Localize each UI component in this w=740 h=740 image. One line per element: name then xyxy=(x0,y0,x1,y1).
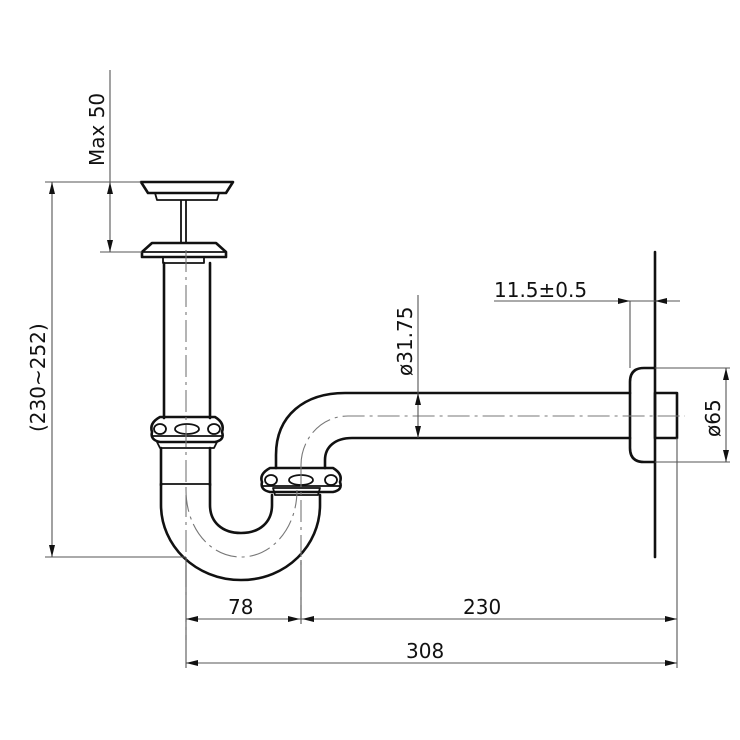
overall-length-label: 308 xyxy=(406,639,444,663)
tailpiece-pipe xyxy=(162,256,212,420)
u-bend-trap xyxy=(159,446,322,582)
dimension-max-stroke: Max 50 xyxy=(85,70,142,253)
wall-offset-label: 11.5±0.5 xyxy=(494,278,587,302)
total-height-label: (230~252) xyxy=(26,323,50,432)
dimension-horizontal: 78 230 308 xyxy=(185,438,678,668)
dimension-wall-offset: 11.5±0.5 xyxy=(494,278,680,368)
horizontal-length-label: 230 xyxy=(463,595,501,619)
pipe-diameter-label: ø31.75 xyxy=(393,307,417,377)
dimension-total-height: (230~252) xyxy=(26,181,186,558)
dimension-flange-diameter: ø65 xyxy=(655,367,730,463)
trap-width-label: 78 xyxy=(228,595,253,619)
max-stroke-label: Max 50 xyxy=(85,93,109,166)
dimension-pipe-diameter: ø31.75 xyxy=(393,295,421,438)
wall-arm-pipe xyxy=(274,391,632,470)
flange-diameter-label: ø65 xyxy=(701,399,725,437)
upper-slip-nut xyxy=(150,415,224,449)
